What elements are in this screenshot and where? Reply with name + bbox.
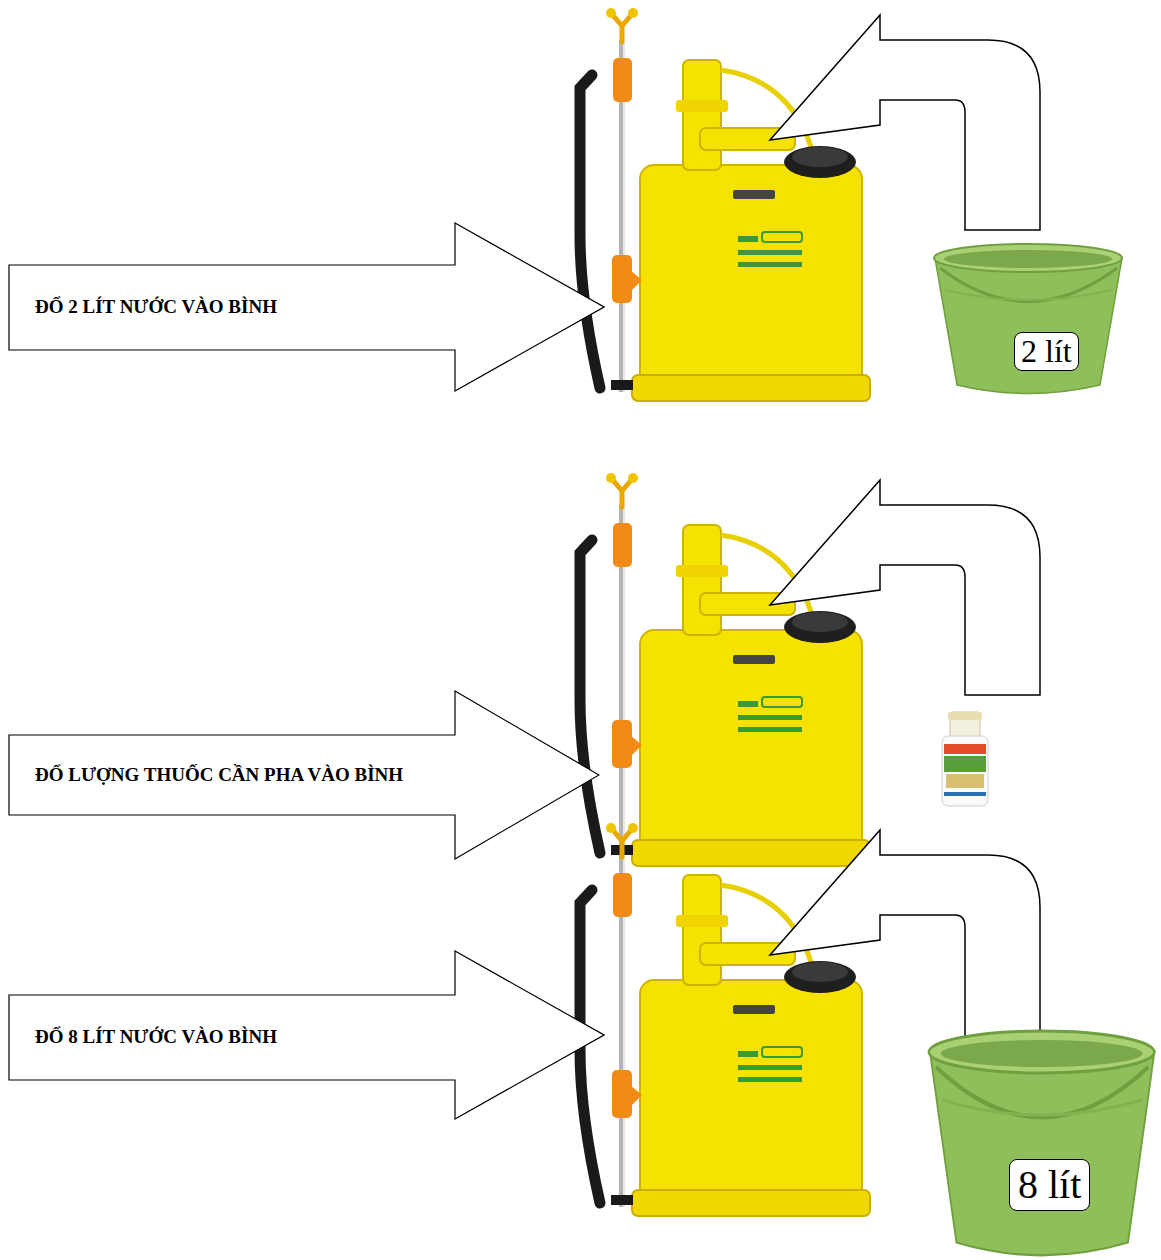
sprayer-illustration [580,823,870,1216]
step-arrow: ĐỔ LƯỢNG THUỐC CẦN PHA VÀO BÌNH [8,690,600,860]
volume-label: 2 lít [1021,334,1072,369]
volume-tag: 8 lít [1009,1159,1090,1211]
volume-label: 8 lít [1018,1163,1081,1207]
sprayer-illustration [580,473,870,866]
pesticide-bottle [942,712,988,806]
step-arrow: ĐỔ 2 LÍT NƯỚC VÀO BÌNH [8,222,605,392]
step-text: ĐỔ LƯỢNG THUỐC CẦN PHA VÀO BÌNH [35,764,435,787]
step-text: ĐỔ 2 LÍT NƯỚC VÀO BÌNH [35,296,455,319]
pour-arrow [770,830,1040,1045]
bucket-illustration [929,1031,1155,1255]
step-text: ĐỔ 8 LÍT NƯỚC VÀO BÌNH [35,1026,455,1049]
volume-tag: 2 lít [1014,332,1079,371]
bucket-illustration [934,244,1122,394]
sprayer-illustration [580,8,870,401]
pour-arrow [770,480,1040,695]
pour-arrow [770,15,1040,230]
step-arrow: ĐỔ 8 LÍT NƯỚC VÀO BÌNH [8,950,605,1120]
